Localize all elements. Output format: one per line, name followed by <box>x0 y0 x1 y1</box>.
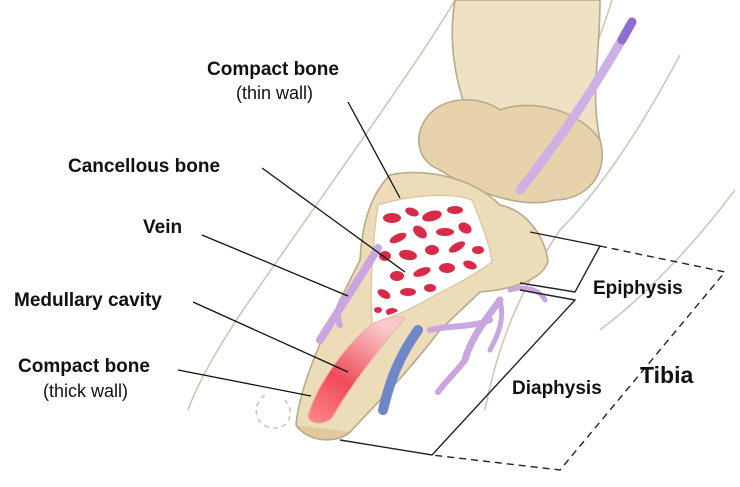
femur <box>419 0 602 203</box>
artery-blue-top <box>622 22 632 40</box>
label-diaphysis: Diaphysis <box>512 378 602 399</box>
label-compact-bone-thick-sub: (thick wall) <box>43 381 128 401</box>
label-cancellous-bone: Cancellous bone <box>68 156 220 177</box>
label-compact-bone-thin-sub: (thin wall) <box>236 83 313 103</box>
label-tibia: Tibia <box>640 362 693 388</box>
label-epiphysis: Epiphysis <box>593 278 683 299</box>
label-compact-bone-thick: Compact bone <box>18 356 150 377</box>
label-medullary-cavity: Medullary cavity <box>14 290 162 311</box>
label-compact-bone-thin: Compact bone <box>207 59 339 80</box>
label-vein: Vein <box>143 217 182 238</box>
